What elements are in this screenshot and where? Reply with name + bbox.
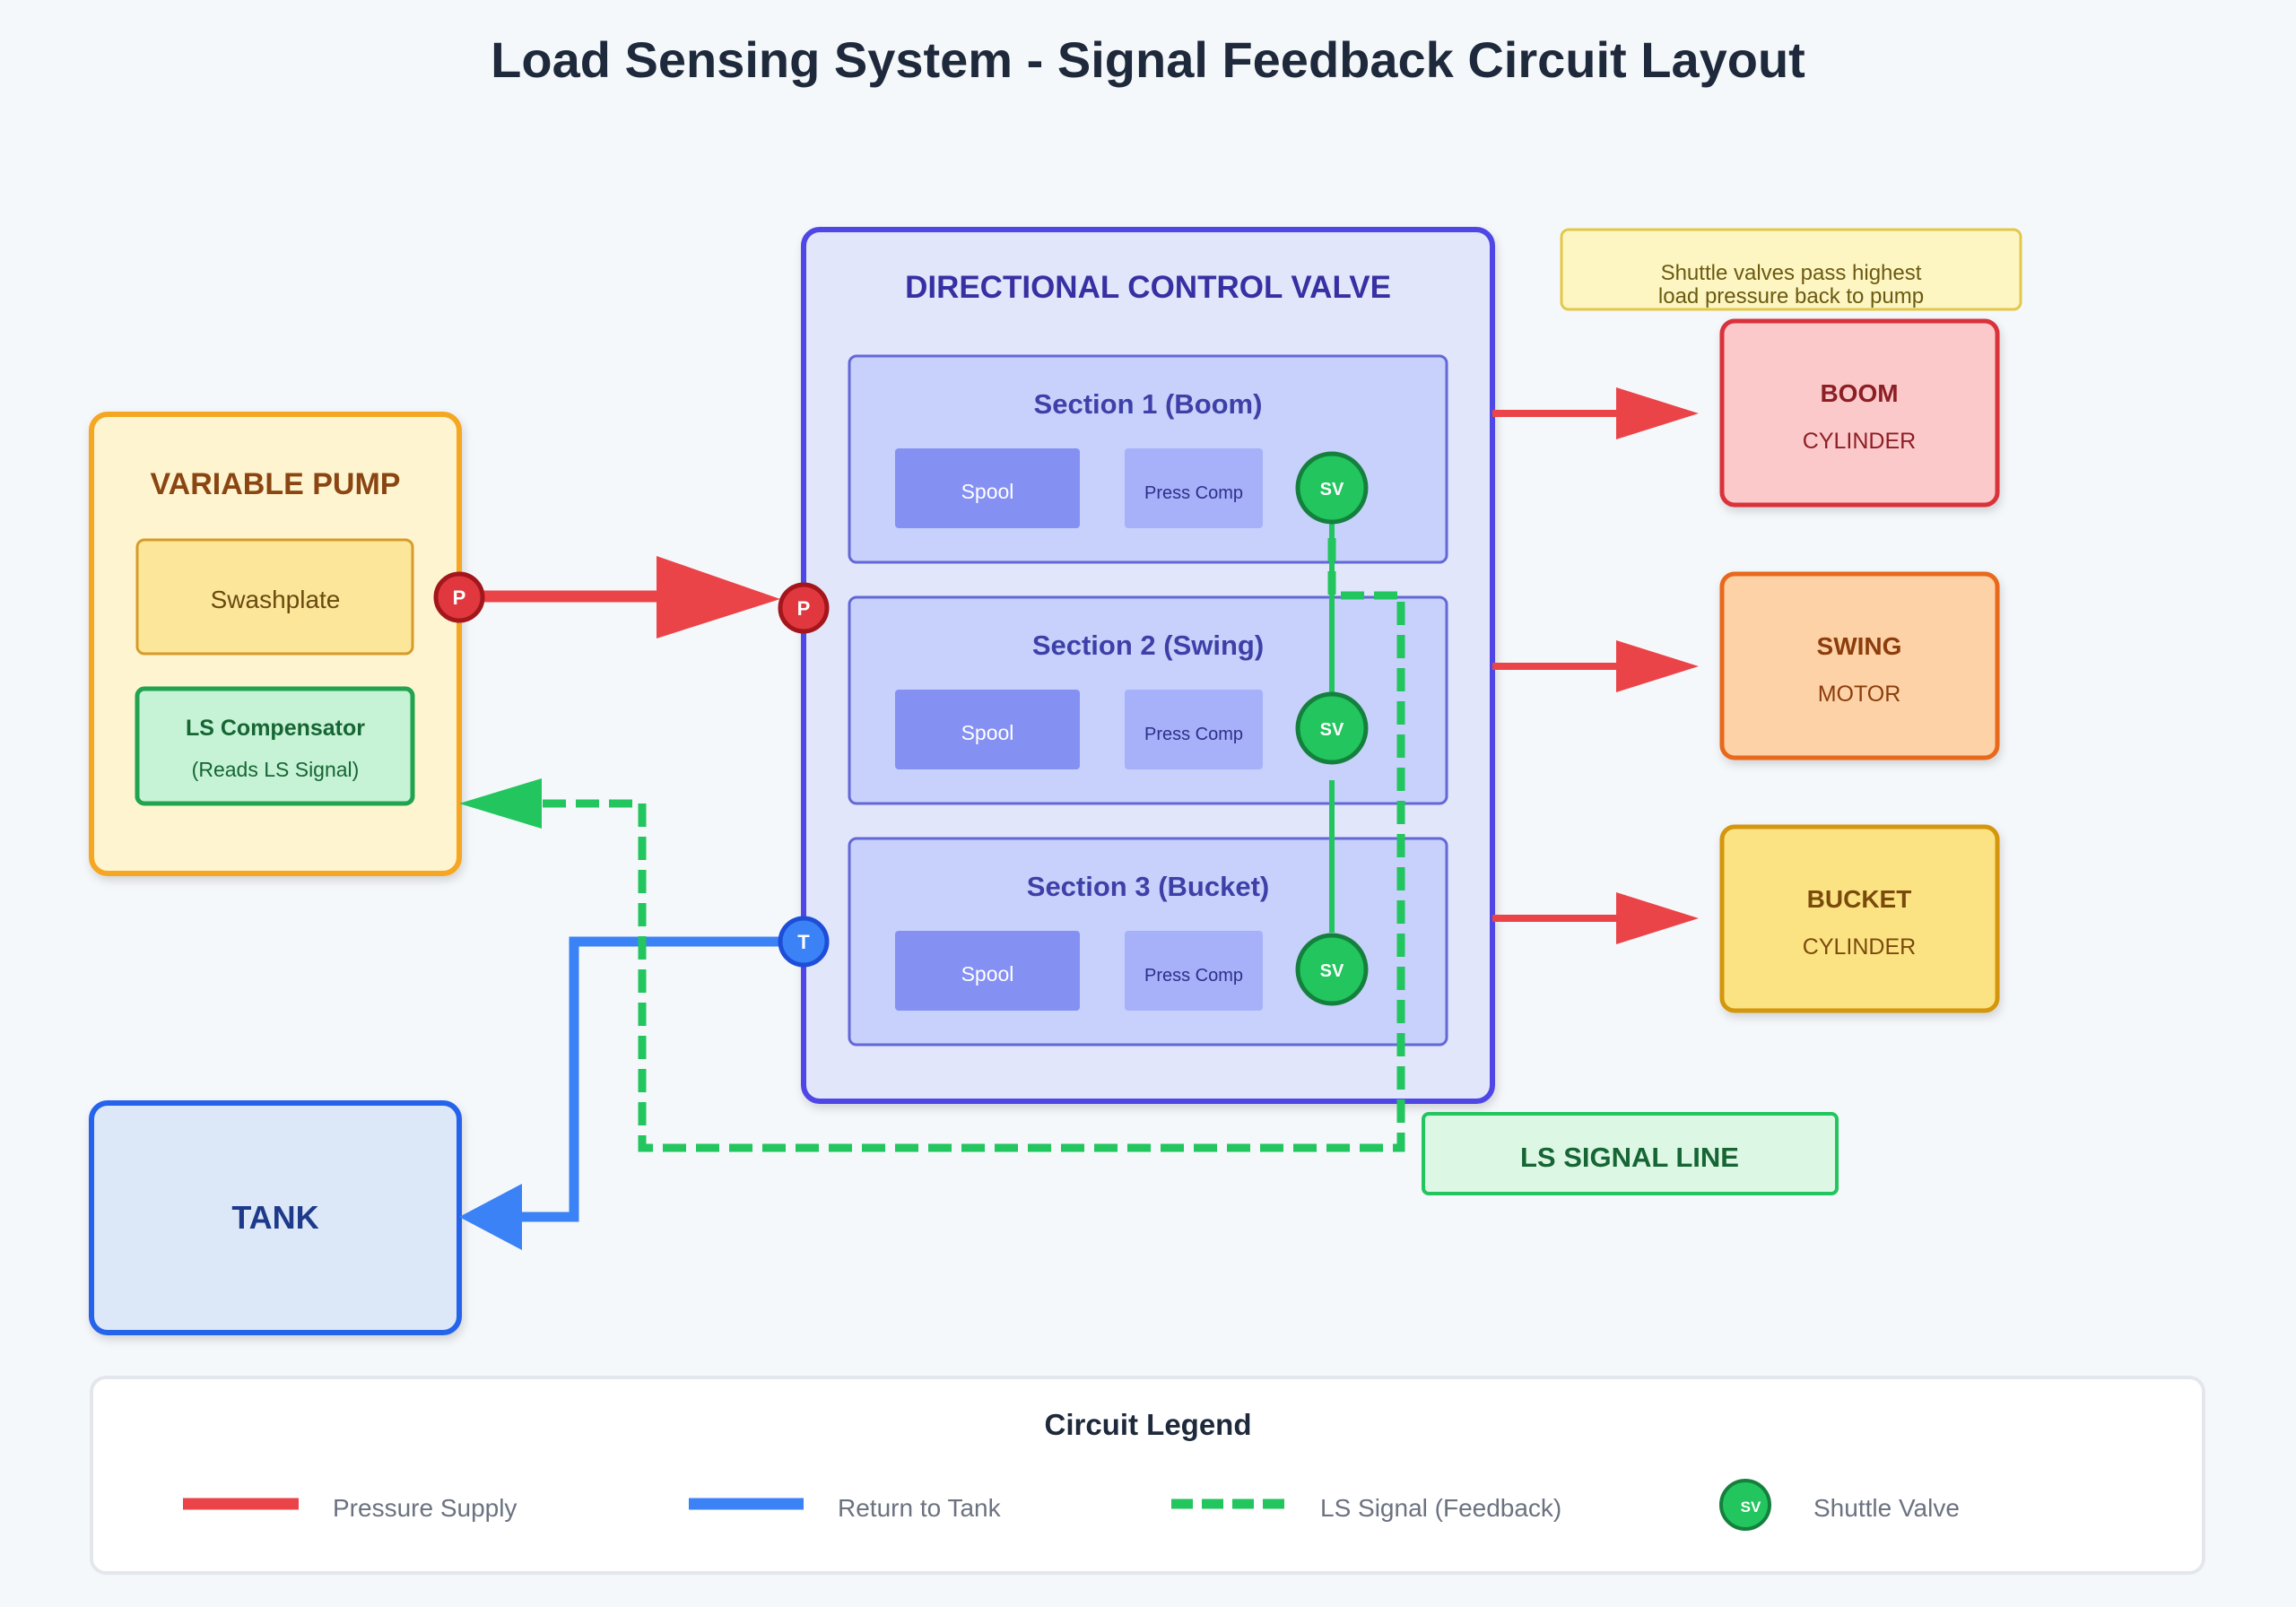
actuator-swing-motor[interactable]: SWING MOTOR bbox=[1719, 571, 2000, 760]
press-comp-label: Press Comp bbox=[1144, 725, 1243, 744]
section-title: Section 1 (Boom) bbox=[1034, 388, 1263, 420]
press-comp bbox=[1125, 690, 1263, 769]
ls-signal-arrowhead bbox=[459, 778, 542, 829]
note-line-1: Shuttle valves pass highest bbox=[1661, 261, 1922, 285]
sv-label: SV bbox=[1320, 480, 1344, 499]
legend-swatch-shuttle bbox=[1719, 1479, 1771, 1531]
swashplate-label: Swashplate bbox=[211, 586, 341, 613]
page-title: Load Sensing System - Signal Feedback Ci… bbox=[491, 31, 1805, 88]
actuator-supply-lines bbox=[1492, 387, 1699, 944]
press-comp bbox=[1125, 931, 1263, 1011]
circuit-legend: Circuit Legend Pressure Supply Return to… bbox=[90, 1376, 2205, 1575]
tank-label: TANK bbox=[231, 1199, 318, 1236]
press-comp bbox=[1125, 448, 1263, 528]
port-label: P bbox=[453, 586, 466, 609]
ls-signal-box bbox=[1422, 1112, 1839, 1195]
swashplate-box bbox=[135, 538, 414, 656]
actuator-box bbox=[1719, 318, 2000, 508]
actuator-box bbox=[1719, 824, 2000, 1013]
valve-port-p[interactable]: P bbox=[778, 582, 830, 634]
note-line-2: load pressure back to pump bbox=[1658, 284, 1924, 308]
legend-title: Circuit Legend bbox=[1044, 1408, 1251, 1441]
variable-pump[interactable]: VARIABLE PUMP Swashplate LS Compensator … bbox=[89, 412, 462, 876]
ls-compensator-subtitle: (Reads LS Signal) bbox=[192, 758, 360, 781]
spool-label: Spool bbox=[961, 480, 1014, 503]
shuttle-valve-3[interactable]: SV bbox=[1295, 933, 1369, 1006]
section-title: Section 3 (Bucket) bbox=[1027, 871, 1269, 902]
spool bbox=[895, 690, 1080, 769]
directional-control-valve[interactable]: DIRECTIONAL CONTROL VALVE Section 1 (Boo… bbox=[801, 227, 1495, 1104]
valve-section-swing[interactable]: Section 2 (Swing) Spool Press Comp bbox=[848, 595, 1448, 805]
pressure-arrowhead bbox=[657, 556, 780, 638]
note-box bbox=[1560, 228, 2022, 311]
return-line bbox=[459, 936, 804, 1250]
shuttle-valve-2[interactable]: SV bbox=[1295, 691, 1369, 765]
pressure-supply-line bbox=[483, 556, 780, 638]
pump-port-p[interactable]: P bbox=[433, 571, 485, 623]
section-title: Section 2 (Swing) bbox=[1032, 630, 1264, 661]
ls-signal-text: LS SIGNAL LINE bbox=[1520, 1142, 1739, 1173]
press-comp-label: Press Comp bbox=[1144, 483, 1243, 503]
shuttle-note: Shuttle valves pass highest load pressur… bbox=[1560, 228, 2022, 311]
spool bbox=[895, 931, 1080, 1011]
arrow-to-boom bbox=[1616, 387, 1699, 439]
actuator-boom-cylinder[interactable]: BOOM CYLINDER bbox=[1719, 318, 2000, 508]
actuator-name: SWING bbox=[1817, 632, 1902, 660]
pump-title: VARIABLE PUMP bbox=[151, 467, 401, 501]
legend-label-shuttle: Shuttle Valve bbox=[1813, 1494, 1960, 1522]
arrow-to-bucket bbox=[1616, 892, 1699, 944]
spool-label: Spool bbox=[961, 721, 1014, 744]
actuator-type: MOTOR bbox=[1818, 682, 1901, 707]
return-arrowhead bbox=[459, 1184, 522, 1250]
spool-label: Spool bbox=[961, 962, 1014, 986]
legend-label-signal: LS Signal (Feedback) bbox=[1320, 1494, 1561, 1522]
legend-swatch-shuttle-text: SV bbox=[1741, 1498, 1761, 1516]
actuator-type: CYLINDER bbox=[1803, 429, 1916, 454]
legend-label-pressure: Pressure Supply bbox=[333, 1494, 517, 1522]
actuator-box bbox=[1719, 571, 2000, 760]
press-comp-label: Press Comp bbox=[1144, 966, 1243, 986]
legend-label-return: Return to Tank bbox=[838, 1494, 1002, 1522]
spool bbox=[895, 448, 1080, 528]
legend-box bbox=[90, 1376, 2205, 1575]
ls-compensator-box bbox=[135, 686, 415, 806]
ls-compensator-title: LS Compensator bbox=[186, 716, 365, 741]
arrow-to-swing bbox=[1616, 640, 1699, 692]
valve-section-bucket[interactable]: Section 3 (Bucket) Spool Press Comp bbox=[848, 837, 1448, 1047]
shuttle-valve-1[interactable]: SV bbox=[1295, 451, 1369, 525]
actuator-bucket-cylinder[interactable]: BUCKET CYLINDER bbox=[1719, 824, 2000, 1013]
valve-section-boom[interactable]: Section 1 (Boom) Spool Press Comp bbox=[848, 354, 1448, 564]
port-label: P bbox=[797, 597, 811, 620]
port-label: T bbox=[797, 931, 810, 953]
ls-signal-feedback-line bbox=[459, 522, 1405, 1152]
ls-signal-line-label: LS SIGNAL LINE bbox=[1422, 1112, 1839, 1195]
actuator-name: BUCKET bbox=[1807, 885, 1912, 913]
valve-title: DIRECTIONAL CONTROL VALVE bbox=[905, 270, 1391, 305]
valve-port-t[interactable]: T bbox=[778, 916, 830, 968]
actuator-type: CYLINDER bbox=[1803, 934, 1916, 960]
sv-label: SV bbox=[1320, 720, 1344, 740]
actuator-name: BOOM bbox=[1820, 379, 1898, 407]
sv-label: SV bbox=[1320, 961, 1344, 981]
tank[interactable]: TANK bbox=[89, 1100, 462, 1335]
tank-box bbox=[89, 1100, 462, 1335]
